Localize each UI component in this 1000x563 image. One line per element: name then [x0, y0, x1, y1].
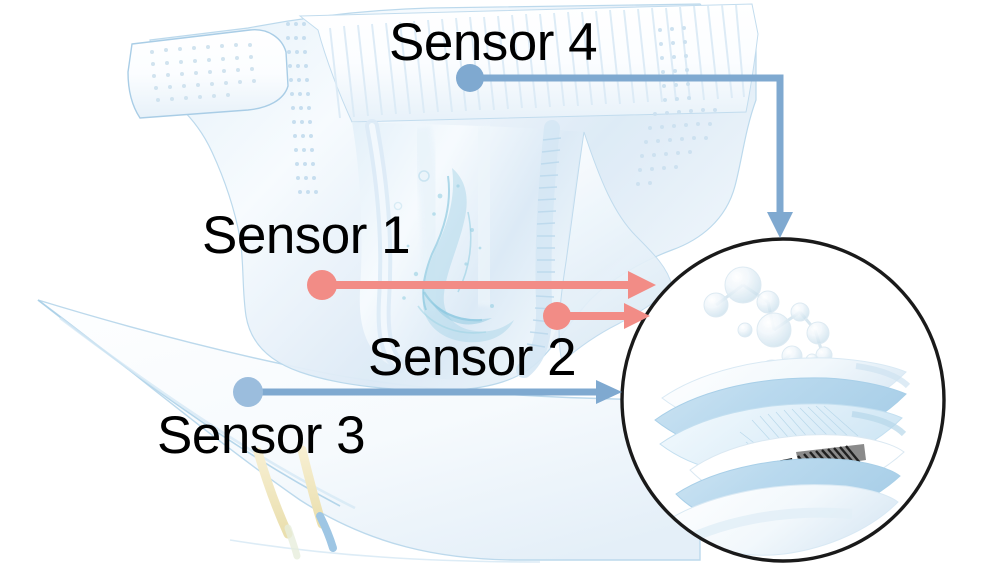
connector-sensor3	[233, 377, 622, 407]
sensor-label-1: Sensor 1	[202, 206, 411, 265]
waistband-ribs	[329, 4, 745, 119]
back-panel	[37, 299, 701, 563]
center-perforations	[286, 22, 318, 194]
tab-perforations	[150, 43, 256, 102]
arrowhead-sensor3	[596, 380, 622, 404]
arrowhead-sensor4	[767, 212, 793, 238]
water-splash	[393, 168, 514, 343]
sensor3-dot	[233, 377, 263, 407]
sensor2-dot	[543, 302, 571, 330]
front-waistband	[298, 3, 759, 123]
inset-circle-outline	[620, 237, 946, 563]
diaper-body	[127, 3, 759, 391]
right-perforations	[636, 26, 717, 186]
arrowhead-sensor2	[624, 303, 650, 329]
connector-sensor1	[307, 270, 656, 300]
inset-circle	[620, 237, 946, 563]
arrowhead-sensor1	[628, 271, 656, 299]
sensor-label-3: Sensor 3	[157, 406, 366, 465]
sensor1-dot	[307, 270, 337, 300]
connector-sensor2	[543, 302, 650, 330]
elastic-strip-tip	[316, 512, 337, 552]
side-tab-left	[127, 29, 289, 119]
cuff-ribs	[526, 137, 562, 348]
absorbent-core	[352, 119, 584, 380]
sensor4-dot	[456, 64, 484, 92]
connector-sensor4	[456, 64, 793, 238]
callout-connectors	[233, 64, 793, 407]
sensor-label-2: Sensor 2	[368, 328, 577, 387]
sensor-label-4: Sensor 4	[389, 13, 598, 72]
